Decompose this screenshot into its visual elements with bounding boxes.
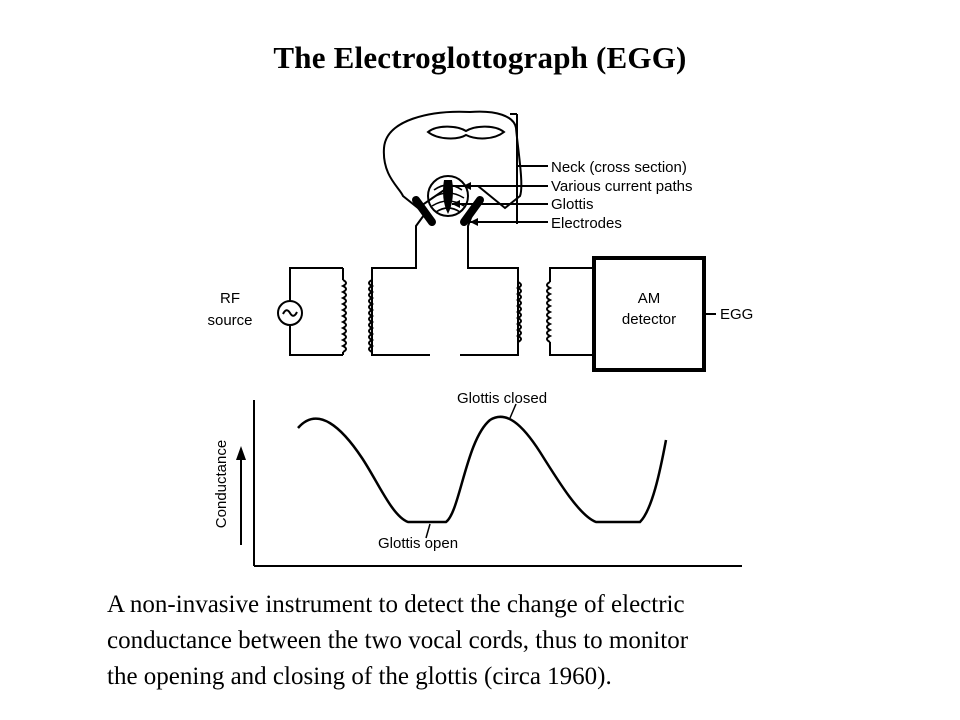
label-current-paths: Various current paths xyxy=(551,178,692,195)
am-detector-box xyxy=(592,256,706,372)
spine-shape xyxy=(426,125,506,140)
label-glottis-closed: Glottis closed xyxy=(457,390,547,407)
label-neck: Neck (cross section) xyxy=(551,159,687,176)
closed-pointer xyxy=(509,403,517,419)
label-rf-2: source xyxy=(207,312,252,329)
page-title: The Electroglottograph (EGG) xyxy=(273,40,687,75)
coil-secondary-right xyxy=(546,281,553,343)
caption: A non-invasive instrument to detect the … xyxy=(107,587,867,695)
electrode-wires xyxy=(371,214,519,356)
callout-lines xyxy=(452,113,548,224)
label-electrodes: Electrodes xyxy=(551,215,622,232)
transformer-right xyxy=(515,267,594,356)
caption-line-2: conductance between the two vocal cords,… xyxy=(107,627,689,654)
label-egg-output: EGG xyxy=(720,306,753,323)
label-am-2: detector xyxy=(622,311,676,328)
callout-arrowheads xyxy=(452,182,478,226)
larynx-circle xyxy=(427,175,469,217)
glottis-shape xyxy=(443,180,453,214)
caption-line-1: A non-invasive instrument to detect the … xyxy=(107,591,685,618)
coil-primary-right xyxy=(515,281,522,343)
axis-label-conductance: Conductance xyxy=(213,440,230,528)
label-am-1: AM xyxy=(638,290,661,307)
conductance-arrow xyxy=(236,446,246,545)
coil-secondary-left xyxy=(368,279,375,353)
neck-cross-section xyxy=(382,110,523,217)
label-glottis: Glottis xyxy=(551,196,594,213)
open-pointer xyxy=(425,523,431,539)
label-rf-1: RF xyxy=(220,290,240,307)
rf-source-circuit xyxy=(277,267,343,356)
egg-waveform xyxy=(297,415,668,524)
caption-line-3: the opening and closing of the glottis (… xyxy=(107,663,612,690)
transformer-left xyxy=(340,268,375,355)
label-glottis-open: Glottis open xyxy=(378,535,458,552)
waveform-axes xyxy=(253,400,742,567)
coil-primary-left xyxy=(340,279,347,353)
